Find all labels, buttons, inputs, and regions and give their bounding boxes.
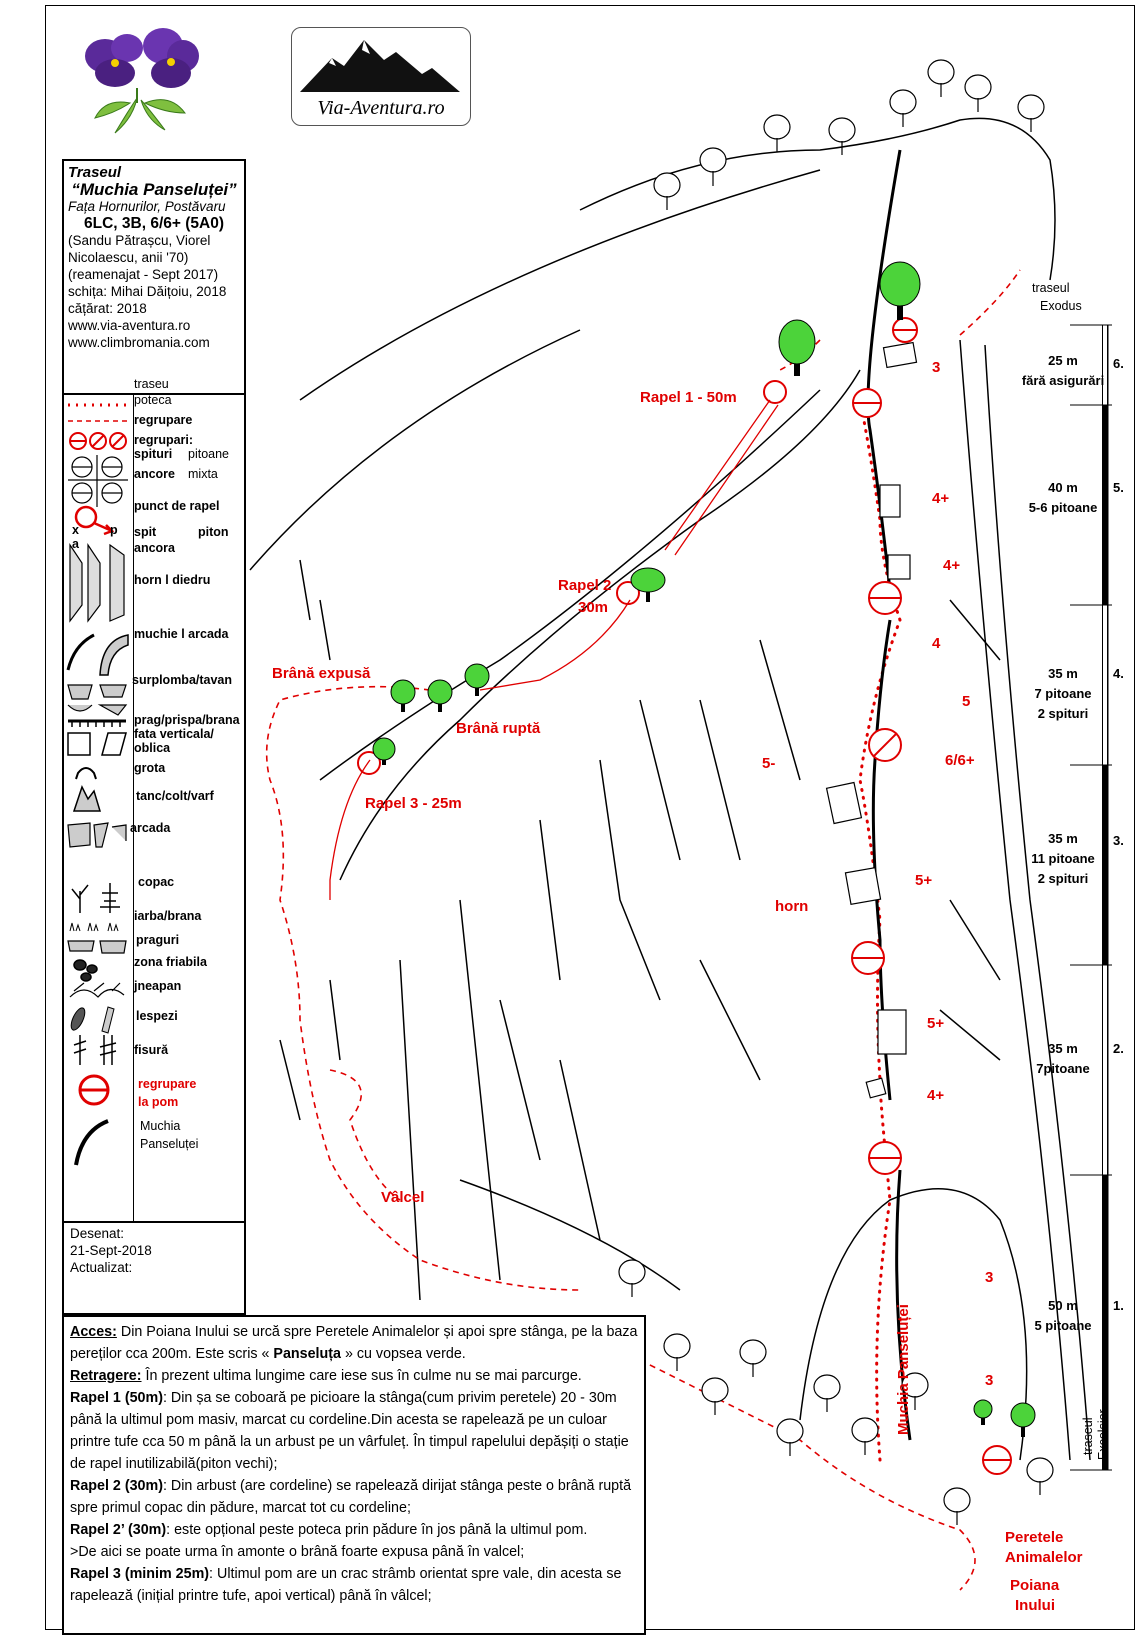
r2-label: Rapel 2 (30m) [70,1478,163,1494]
legend-ancora: ancora [134,541,175,555]
route-sketch: schița: Mihai Dăițoiu, 2018 [68,284,227,299]
praguri-icon [67,940,127,954]
retragere-label: Retragere: [70,1368,142,1384]
iarba-icon [69,922,119,932]
legend-fata: fata verticala/ oblica [134,727,214,755]
drawn-box: Desenat: 21-Sept-2018 Actualizat: [62,1223,246,1315]
legend-muchia-2: Panseluței [140,1137,199,1151]
legend-p: p [110,523,118,537]
drawn-label: Desenat: [70,1226,125,1241]
legend-punct-rapel: punct de rapel [134,499,220,513]
legend-iarba: iarba/brana [134,909,202,923]
regrupari-grid-icon [68,455,128,507]
legend-symbols [66,403,129,1166]
legend-muchia-1: Muchia [140,1119,181,1133]
legend-praguri: praguri [136,933,180,947]
acces-end: » cu vopsea verde. [340,1346,466,1362]
legend-tanc: tanc/colt/varf [136,789,214,803]
legend-arcada: arcada [130,821,171,835]
r1-label: Rapel 1 (50m) [70,1390,163,1406]
legend-regrupari: regrupari: [134,433,194,447]
legend-grota: grota [134,761,166,775]
legend-pom-2: la pom [138,1095,179,1109]
muchia-line-icon [74,1119,109,1166]
rapel-2c-paragraph: >De aici se poate urma în amonte o brână… [70,1544,525,1560]
retragere-text: În prezent ultima lungime care iese sus … [141,1368,582,1384]
route-label: Traseul [68,164,122,181]
legend-traseu: traseu [134,377,169,391]
pansy-flower-image [85,28,199,134]
legend-regrupare: regrupare [134,413,193,427]
fisura-icon [73,1035,117,1065]
r2-text: : Din arbust (are cordeline) se rapeleaz… [70,1478,632,1516]
legend-lespezi: lespezi [136,1009,178,1023]
legend-spituri: spituri [134,447,173,461]
route-authors: (Sandu Pătrașcu, Viorel Nicolaescu, anii… [68,233,211,265]
r1-text: : Din șa se coboară pe picioare la stâng… [70,1390,629,1472]
legend-muchie: muchie l arcada [134,627,229,641]
mountain-logo-icon [300,40,460,92]
site-link-1[interactable]: www.via-aventura.ro [68,318,191,333]
logo-text: Via-Aventura.ro [317,97,445,119]
route-info-box: Traseul “Muchia Panseluței” Fața Hornuri… [62,159,246,395]
legend-piton: piton [198,525,229,539]
jneapan-icon [69,982,125,998]
legend-mixta: mixta [188,467,218,481]
acces-text: Din Poiana Inului se urcă spre Peretele … [70,1324,638,1362]
access-text-box: Acces: Din Poiana Inului se urcă spre Pe… [62,1315,646,1635]
grota-icon [75,767,97,780]
prag-icon [68,719,126,727]
access-paragraph: Acces: Din Poiana Inului se urcă spre Pe… [70,1321,638,1365]
r3-text: : Ultimul pom are un crac strâmb orienta… [70,1566,622,1604]
legend-copac: copac [138,875,175,889]
r3-label: Rapel 3 (minim 25m) [70,1566,210,1582]
route-climbed: cățărat: 2018 [68,301,147,316]
site-link-2[interactable]: www.climbromania.com [68,335,210,350]
legend-x: x [72,523,79,537]
lespezi-icon [70,1006,115,1034]
rapel-point-icon [74,505,115,536]
legend-spit: spit [134,525,157,539]
acces-label: Acces: [70,1324,117,1340]
route-name: “Muchia Panseluței” [71,180,237,199]
rapel-2b-paragraph: Rapel 2’ (30m): este opțional peste pote… [70,1519,638,1541]
rapel-1-paragraph: Rapel 1 (50m): Din șa se coboară pe pici… [70,1387,638,1475]
legend-box: traseu poteca regrupare regrupari: spitu… [62,377,246,1223]
fata-icon [67,732,127,756]
legend-ancore: ancore [134,467,175,481]
legend-pitoane: pitoane [188,447,230,461]
arcada-icon [67,822,127,848]
legend-separator [133,395,134,1221]
surplomba-icon [67,684,128,716]
friabila-icon [73,959,98,982]
legend-surplomba: surplomba/tavan [132,673,233,687]
r2b-label: Rapel 2’ (30m) [70,1522,167,1538]
route-rebolted: (reamenajat - Sept 2017) [68,267,219,282]
route-grade: 6LC, 3B, 6/6+ (5A0) [84,215,224,232]
legend-pom-1: regrupare [138,1077,197,1091]
legend-fisura: fisură [134,1043,169,1057]
legend-jneapan: jneapan [134,979,182,993]
via-aventura-logo: Via-Aventura.ro [291,27,471,126]
legend-friabila: zona friabila [134,955,207,969]
r2b-text: : este opțional peste poteca prin pădure… [166,1522,588,1538]
acces-bold: Panseluța [273,1346,341,1362]
drawn-date: 21-Sept-2018 [70,1243,152,1258]
copac-icon [71,883,120,913]
retragere-paragraph: Retragere: În prezent ultima lungime car… [70,1365,638,1387]
rapel-3-paragraph: Rapel 3 (minim 25m): Ultimul pom are un … [70,1563,638,1607]
regrupare-icon [69,432,127,450]
regrupare-pom-icon [78,1074,110,1106]
legend-poteca: poteca [134,393,172,407]
updated-label: Actualizat: [70,1260,133,1275]
tanc-icon [72,785,102,812]
rapel-2-paragraph: Rapel 2 (30m): Din arbust (are cordeline… [70,1475,638,1519]
legend-prag: prag/prispa/brana [134,713,240,727]
legend-a: a [72,537,79,551]
muchie-icon [66,633,129,676]
legend-horn: horn l diedru [134,573,211,587]
route-location: Fața Hornurilor, Postăvaru [68,199,226,214]
horn-icon [69,543,125,623]
